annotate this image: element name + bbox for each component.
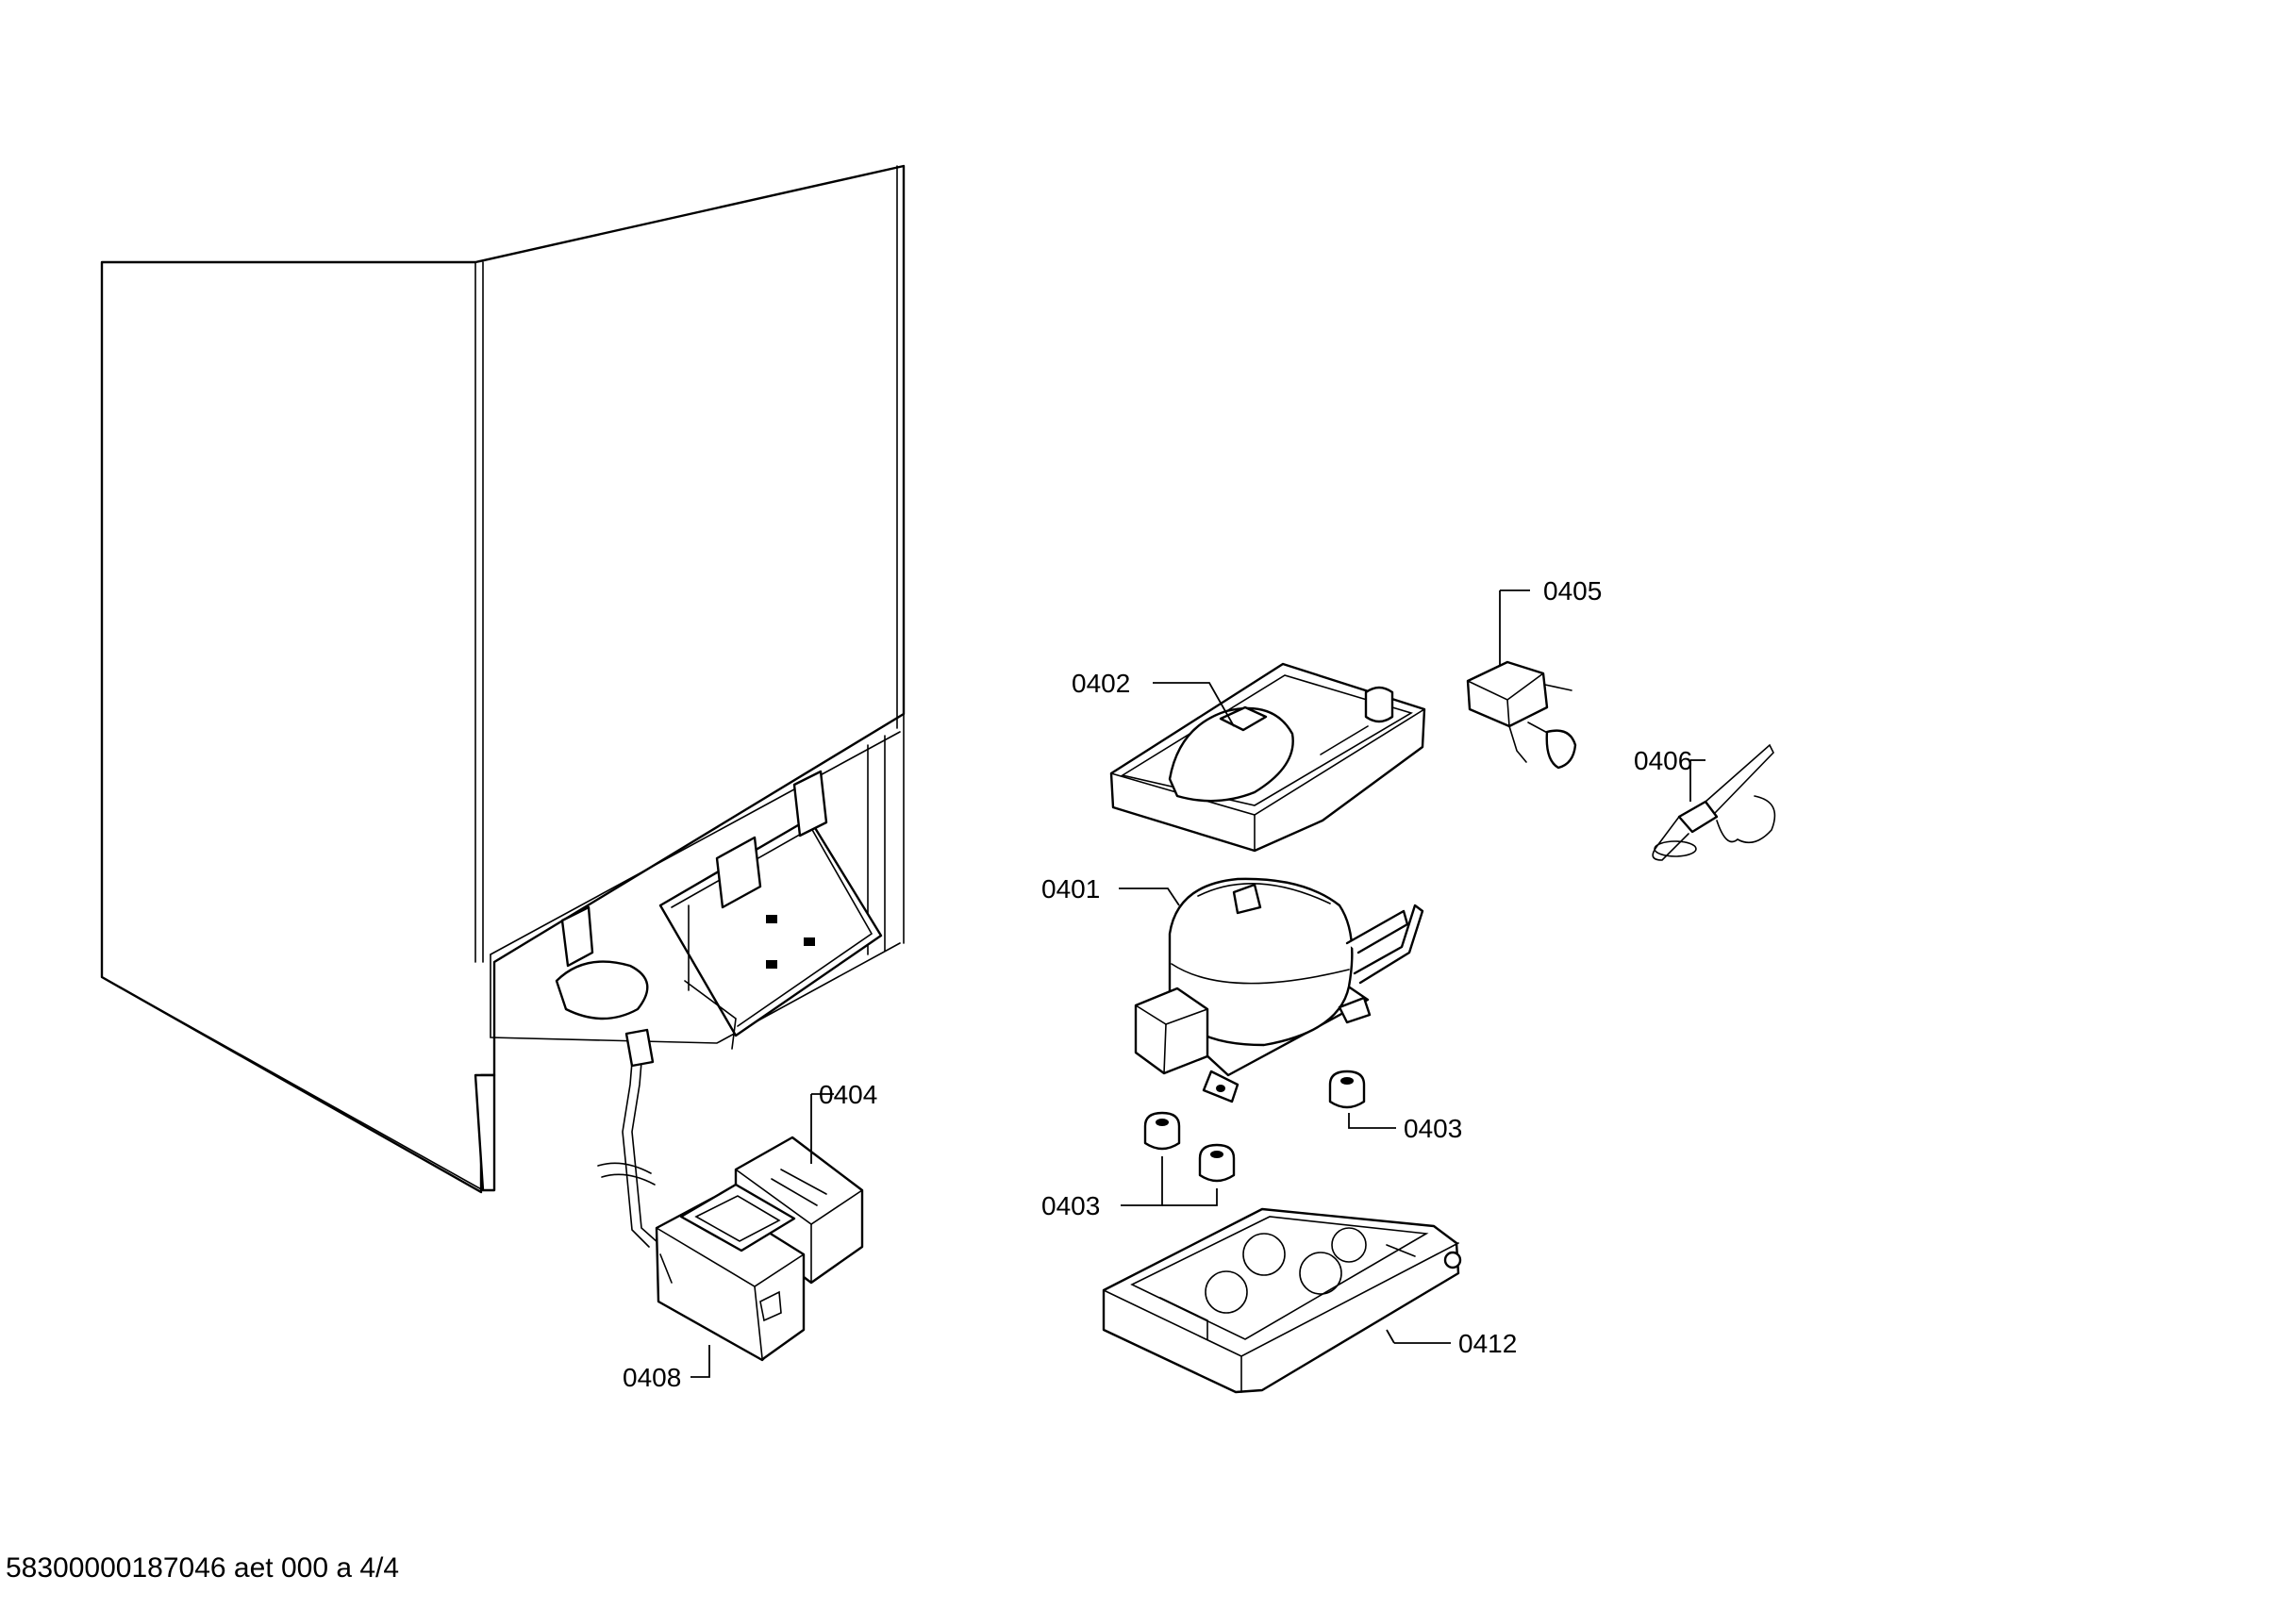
- callout-0408: 0408: [623, 1363, 681, 1392]
- callout-0412: 0412: [1458, 1329, 1517, 1358]
- callout-0405: 0405: [1543, 576, 1602, 605]
- callout-0406: 0406: [1634, 746, 1692, 775]
- part-0408-module: [655, 1183, 806, 1362]
- part-0401-compressor: [1134, 877, 1424, 1103]
- callout-0403-left: 0403: [1041, 1191, 1100, 1220]
- callout-0401: 0401: [1041, 874, 1100, 904]
- part-0412-baseplate: [1102, 1207, 1462, 1394]
- part-0406-protector: [1652, 743, 1776, 861]
- power-cable: [597, 1028, 659, 1248]
- part-0405-relay: [1466, 660, 1577, 770]
- grommet-3: [1198, 1143, 1236, 1183]
- document-id-footer: 58300000187046 aet 000 a 4/4: [6, 1552, 400, 1584]
- part-0403-grommets: [1143, 1070, 1366, 1183]
- leader-lines: [690, 589, 1705, 1378]
- callout-0404: 0404: [819, 1080, 877, 1109]
- callout-0402: 0402: [1072, 669, 1130, 698]
- grommet-1: [1328, 1070, 1366, 1109]
- callout-0403-right: 0403: [1404, 1114, 1462, 1143]
- part-0402-tray: [1109, 662, 1426, 853]
- cabinet-housing: [100, 164, 906, 1194]
- grommet-2: [1143, 1111, 1181, 1151]
